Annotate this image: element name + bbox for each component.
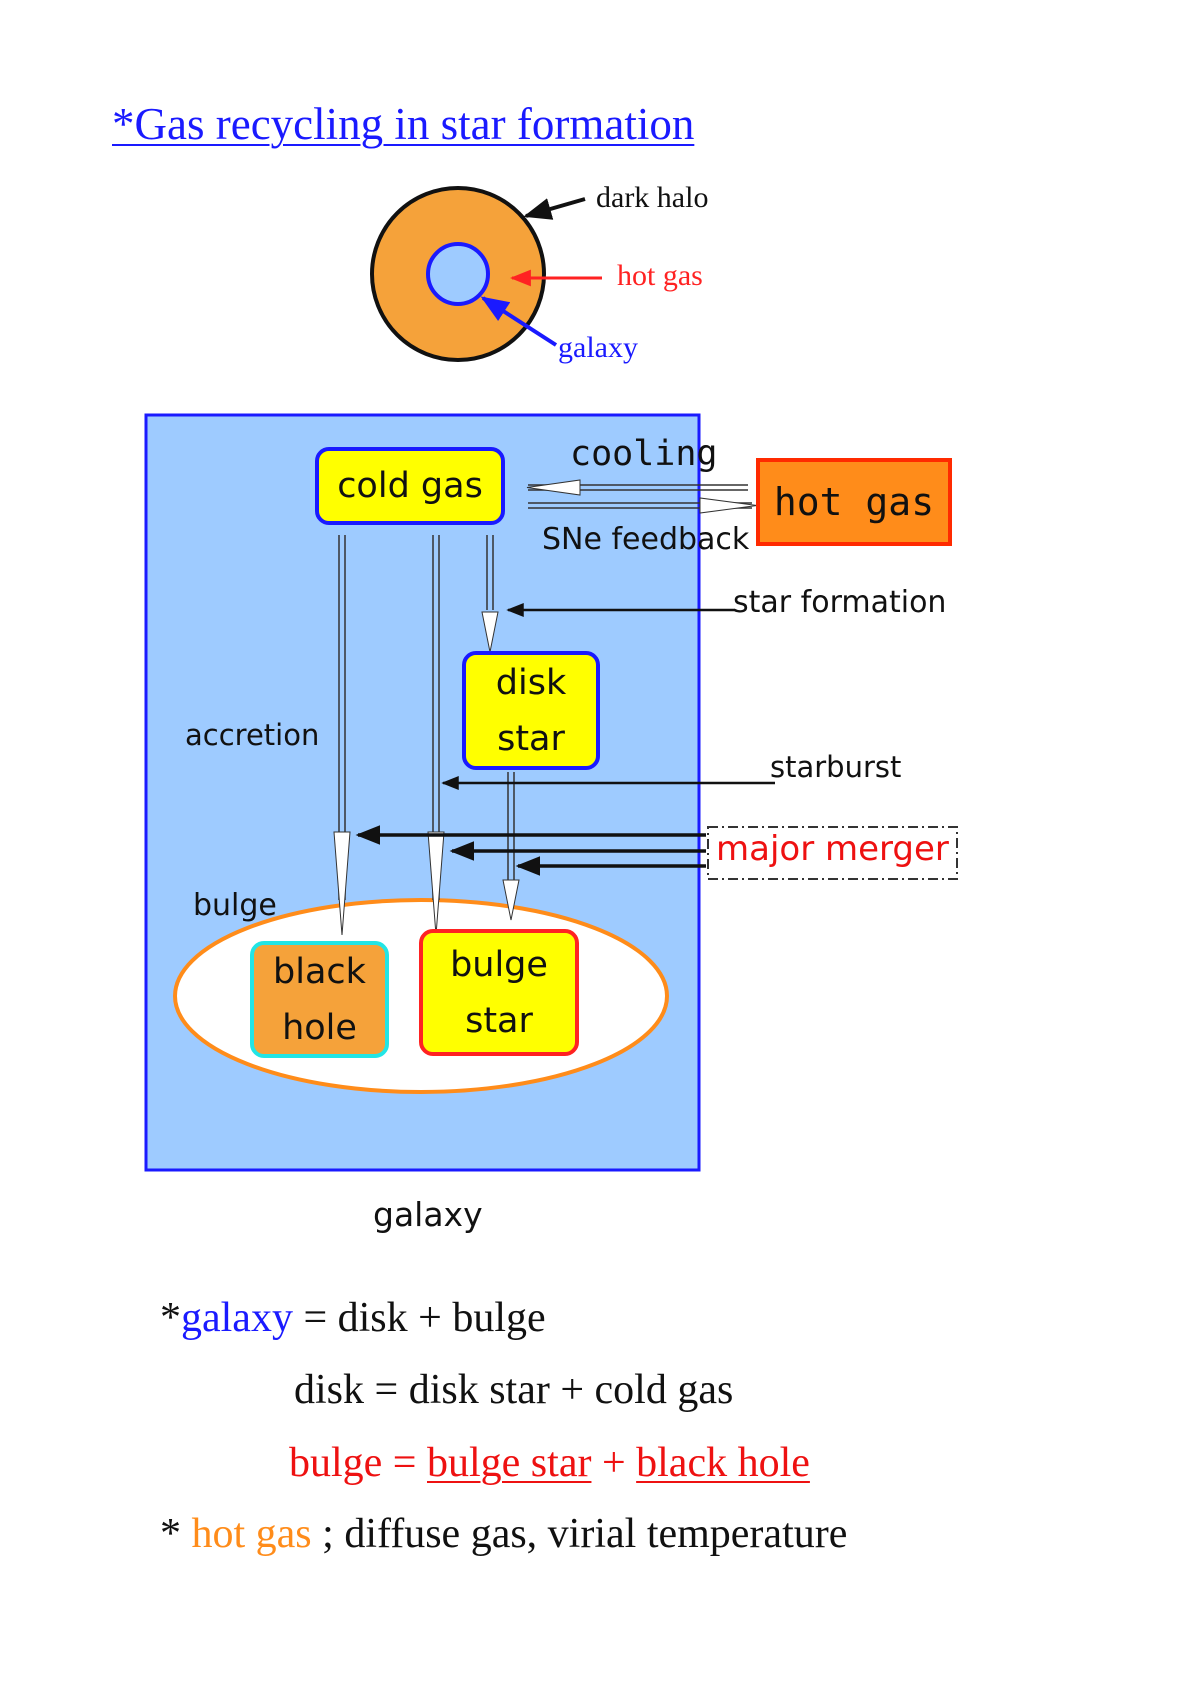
- cold-gas-label: cold gas: [337, 466, 483, 506]
- hot-gas-node: hot gas: [756, 458, 952, 546]
- note-galaxy-term: galaxy: [181, 1295, 293, 1341]
- bulge-star-label-line2: star: [465, 1000, 533, 1041]
- cooling-arrow: [526, 479, 748, 496]
- black-hole-label-line2: hole: [282, 1007, 357, 1048]
- hot-gas-legend-label: hot gas: [617, 259, 703, 292]
- bulge-label: bulge: [193, 888, 277, 923]
- note-disk-definition: disk = disk star + cold gas: [294, 1366, 733, 1414]
- disk-star-label-line1: disk: [495, 662, 567, 703]
- note-galaxy-definition: *galaxy = disk + bulge: [160, 1294, 546, 1342]
- note-hot-gas-prefix: *: [160, 1511, 192, 1557]
- note-hot-gas-rest: ; diffuse gas, virial temperature: [311, 1511, 848, 1557]
- note-bulge-star: bulge star: [427, 1440, 592, 1486]
- star-formation-label: star formation: [733, 585, 947, 620]
- black-hole-node: black hole: [250, 941, 389, 1058]
- bulge-star-label-line1: bulge: [450, 944, 548, 985]
- cooling-label: cooling: [570, 434, 718, 474]
- black-hole-label-line1: black: [273, 951, 366, 992]
- note-black-hole: black hole: [636, 1440, 810, 1486]
- sne-feedback-label: SNe feedback: [542, 522, 750, 557]
- dark-halo-arrow: [523, 197, 586, 220]
- note-disk-text: disk = disk star + cold gas: [294, 1367, 734, 1413]
- note-galaxy-prefix: *: [160, 1295, 181, 1341]
- major-merger-frame: [707, 826, 958, 880]
- dark-halo-label: dark halo: [596, 181, 709, 214]
- cold-gas-node: cold gas: [315, 447, 505, 525]
- accretion-arrow: [333, 535, 351, 936]
- starburst-label: starburst: [770, 750, 902, 784]
- note-hot-gas-term: hot gas: [191, 1511, 312, 1557]
- major-merger-label: major merger: [716, 829, 949, 869]
- galaxy-legend-label: galaxy: [558, 331, 638, 364]
- note-hot-gas-definition: * hot gas ; diffuse gas, virial temperat…: [160, 1510, 847, 1558]
- star-formation-arrow: [481, 535, 499, 653]
- galaxy-arrow: [480, 296, 558, 347]
- bulge-star-node: bulge star: [419, 929, 579, 1056]
- note-bulge-term: bulge =: [289, 1440, 427, 1486]
- disk-to-bulge-arrow: [502, 772, 520, 921]
- disk-star-node: disk star: [462, 651, 600, 770]
- starburst-arrow: [427, 535, 445, 936]
- accretion-label: accretion: [185, 718, 320, 752]
- note-bulge-definition: bulge = bulge star + black hole: [289, 1439, 810, 1487]
- galaxy-caption: galaxy: [373, 1195, 483, 1234]
- halo-galaxy-circle: [426, 242, 490, 306]
- disk-star-label-line2: star: [497, 718, 565, 759]
- hot-gas-label: hot gas: [773, 479, 935, 524]
- note-bulge-plus: +: [591, 1440, 637, 1486]
- sne-feedback-arrow: [528, 497, 758, 514]
- note-galaxy-rest: = disk + bulge: [292, 1295, 546, 1341]
- page-title: *Gas recycling in star formation: [112, 99, 695, 149]
